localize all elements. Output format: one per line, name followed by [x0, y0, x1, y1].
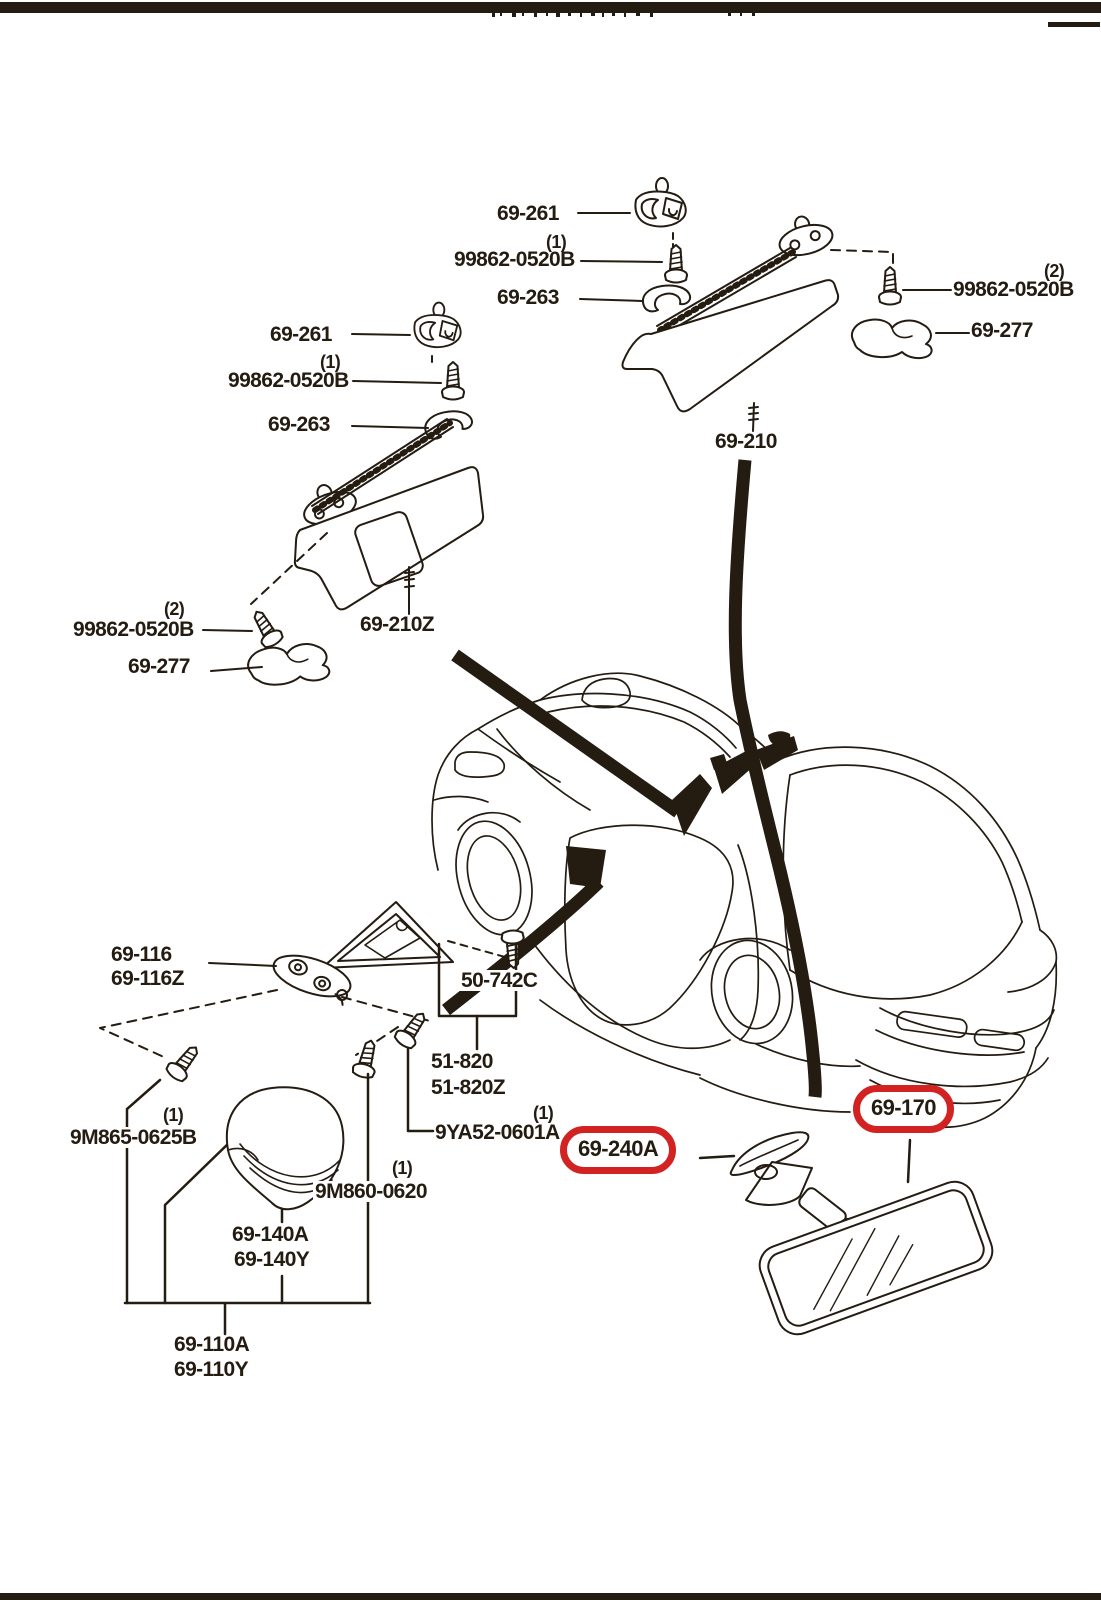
cropped-text-fragments	[492, 12, 755, 17]
scan-artifact	[1048, 22, 1100, 27]
cropped-footer-bar	[0, 1593, 1101, 1600]
highlight-wedges	[566, 731, 798, 888]
callout-69-261-top: 69-261	[497, 202, 559, 225]
visor-hook-right	[850, 318, 933, 360]
visor-holder-right	[641, 284, 692, 313]
qty-9m860: (1)	[392, 1158, 413, 1178]
callout-99862-top: 99862-0520B	[454, 248, 575, 271]
mount-screw-middle	[350, 1036, 383, 1081]
callout-9YA52-0601A: 9YA52-0601A	[435, 1121, 560, 1144]
visor-body-right	[621, 279, 840, 413]
visor-body-left	[293, 466, 485, 611]
callout-69-140A: 69-140A	[232, 1223, 309, 1246]
callout-9M865-0625B: 9M865-0625B	[68, 1126, 199, 1149]
highlight-69-170[interactable]: 69-170	[853, 1085, 954, 1133]
sun-visor-right	[577, 177, 970, 432]
callout-9M860-0620: 9M860-0620	[313, 1180, 429, 1203]
mirror-stay	[745, 1161, 813, 1206]
mirror-stay-boot	[225, 1086, 345, 1211]
mount-screw-right	[391, 1006, 434, 1052]
callout-69-210: 69-210	[715, 430, 777, 453]
corner-trim	[321, 901, 454, 969]
callout-69-263-top: 69-263	[497, 286, 559, 309]
callout-69-263-left: 69-263	[268, 413, 330, 436]
pointer-strokes	[442, 459, 822, 1098]
callout-69-140Y: 69-140Y	[234, 1248, 310, 1271]
visor-clip-right	[634, 177, 687, 228]
callout-69-210Z: 69-210Z	[360, 613, 435, 636]
highlight-69-240A[interactable]: 69-240A	[560, 1126, 677, 1174]
mirror-base-bracket	[272, 954, 352, 1006]
qty-right-screw: (2)	[1044, 261, 1065, 281]
qty-top-screw: (1)	[546, 232, 567, 252]
callout-99862-left: 99862-0520B	[228, 369, 349, 392]
mount-screw-left	[163, 1039, 206, 1085]
qty-9m865: (1)	[163, 1105, 184, 1125]
mirror-stay-cover	[729, 1131, 810, 1176]
visor-screw-right	[664, 244, 688, 284]
callout-69-170: 69-170	[871, 1095, 937, 1120]
callout-69-116Z: 69-116Z	[111, 967, 184, 990]
callout-51-820: 51-820	[431, 1050, 493, 1073]
callout-51-820Z: 51-820Z	[431, 1076, 506, 1099]
callout-69-277-right: 69-277	[971, 319, 1033, 342]
callout-69-110A: 69-110A	[174, 1333, 250, 1356]
callout-99862-right: 99862-0520B	[953, 278, 1074, 301]
sun-visor-left	[202, 301, 485, 691]
room-mirror-cluster	[698, 1131, 994, 1336]
mirror-mount-cluster	[99, 901, 526, 1336]
callout-69-240A: 69-240A	[578, 1136, 659, 1161]
callout-99862-left2: 99862-0520B	[73, 618, 194, 641]
callout-50-742C: 50-742C	[459, 969, 540, 992]
callout-69-110Y: 69-110Y	[174, 1358, 249, 1381]
side-screw-left	[245, 605, 286, 651]
qty-left-screw: (1)	[320, 352, 341, 372]
visor-clip-left	[413, 301, 462, 349]
qty-9ya52: (1)	[533, 1103, 554, 1123]
qty-left-side-screw: (2)	[164, 599, 185, 619]
visor-pivot-right	[778, 215, 834, 257]
cropped-header-bar	[0, 2, 1101, 13]
visor-screw-left	[441, 361, 465, 401]
callout-69-116: 69-116	[111, 943, 172, 966]
car-illustration	[431, 459, 1058, 1129]
room-mirror-body	[758, 1180, 994, 1336]
side-screw-right	[878, 266, 902, 306]
callout-69-261-left: 69-261	[270, 323, 332, 346]
visor-hook-left	[245, 639, 332, 691]
callout-69-277-left: 69-277	[128, 655, 190, 678]
